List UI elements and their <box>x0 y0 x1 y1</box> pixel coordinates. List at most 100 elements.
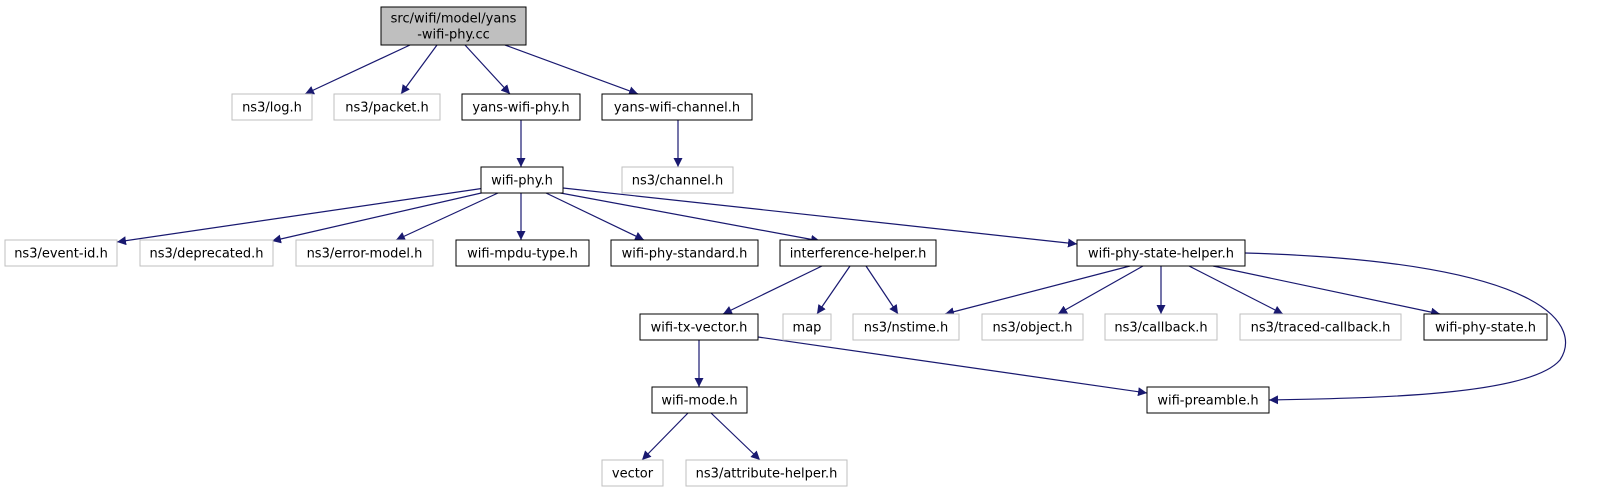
edge-wifiphy-to-statehelper <box>562 187 1078 248</box>
edge-interference-to-map <box>816 265 851 315</box>
node-tracedcb[interactable]: ns3/traced-callback.h <box>1239 313 1402 341</box>
edge-wifimode-to-attrhelper <box>710 412 761 461</box>
node-box-deprecated <box>139 239 274 267</box>
node-label-yansphy: yans-wifi-phy.h <box>472 101 569 116</box>
node-interference[interactable]: interference-helper.h <box>779 239 937 267</box>
node-box-interference <box>779 239 937 267</box>
edge-statehelper-to-phystate <box>1212 265 1441 317</box>
node-box-yanschan <box>601 93 753 121</box>
node-box-errormodel <box>295 239 434 267</box>
node-label-txvector: wifi-tx-vector.h <box>651 321 748 336</box>
node-yanschan[interactable]: yans-wifi-channel.h <box>601 93 753 121</box>
node-yansphy[interactable]: yans-wifi-phy.h <box>461 93 581 121</box>
node-deprecated[interactable]: ns3/deprecated.h <box>139 239 274 267</box>
node-label-log: ns3/log.h <box>242 101 302 116</box>
nodes-layer: src/wifi/model/yans-wifi-phy.cc ns3/log.h… <box>4 6 1548 487</box>
node-box-txvector <box>639 313 759 341</box>
node-nstime[interactable]: ns3/nstime.h <box>852 313 960 341</box>
node-label-packet: ns3/packet.h <box>345 101 429 116</box>
node-wifimode[interactable]: wifi-mode.h <box>651 386 748 414</box>
edge-interference-to-nstime <box>865 265 899 315</box>
node-channel[interactable]: ns3/channel.h <box>621 166 734 194</box>
node-label-mpdutype: wifi-mpdu-type.h <box>467 247 578 262</box>
node-label-statehelper: wifi-phy-state-helper.h <box>1088 247 1234 262</box>
edge-root-to-yansphy <box>464 44 511 95</box>
edge-wifiphy-to-interference <box>554 191 821 244</box>
node-label-map: map <box>793 321 822 336</box>
node-map[interactable]: map <box>782 313 832 341</box>
edge-wifiphy-to-eventid <box>116 187 486 246</box>
node-label-object: ns3/object.h <box>992 321 1072 336</box>
node-vector[interactable]: vector <box>601 459 664 487</box>
node-eventid[interactable]: ns3/event-id.h <box>4 239 118 267</box>
edge-statehelper-to-object <box>1057 265 1144 315</box>
edge-root-to-yanschan <box>504 44 639 96</box>
node-label-errormodel: ns3/error-model.h <box>307 247 423 262</box>
edge-interference-to-txvector <box>722 265 823 315</box>
node-label-tracedcb: ns3/traced-callback.h <box>1251 321 1391 336</box>
node-box-log <box>231 93 313 121</box>
node-label-nstime: ns3/nstime.h <box>864 321 948 336</box>
node-box-statehelper <box>1076 239 1246 267</box>
node-wifiphy[interactable]: wifi-phy.h <box>480 166 564 194</box>
edge-statehelper-to-nstime <box>944 265 1131 317</box>
node-root: src/wifi/model/yans-wifi-phy.cc <box>380 6 527 46</box>
edge-wifiphy-to-deprecated <box>271 190 491 244</box>
node-label-attrhelper: ns3/attribute-helper.h <box>696 467 838 482</box>
node-box-wifimode <box>651 386 748 414</box>
node-box-phystd <box>610 239 759 267</box>
node-box-mpdutype <box>455 239 590 267</box>
node-label-wifimode: wifi-mode.h <box>661 394 737 409</box>
node-label-preamble: wifi-preamble.h <box>1157 394 1258 409</box>
node-box-vector <box>601 459 664 487</box>
node-box-packet <box>333 93 441 121</box>
node-label-deprecated: ns3/deprecated.h <box>149 247 263 262</box>
edge-root-to-log <box>304 44 411 95</box>
node-errormodel[interactable]: ns3/error-model.h <box>295 239 434 267</box>
node-box-callback <box>1104 313 1218 341</box>
node-object[interactable]: ns3/object.h <box>981 313 1084 341</box>
node-box-tracedcb <box>1239 313 1402 341</box>
node-box-yansphy <box>461 93 581 121</box>
node-preamble[interactable]: wifi-preamble.h <box>1146 386 1270 414</box>
node-label-phystd: wifi-phy-standard.h <box>622 247 748 262</box>
node-callback[interactable]: ns3/callback.h <box>1104 313 1218 341</box>
node-phystate[interactable]: wifi-phy-state.h <box>1423 313 1548 341</box>
node-label-wifiphy: wifi-phy.h <box>491 174 553 189</box>
node-label-vector: vector <box>612 467 654 482</box>
node-phystd[interactable]: wifi-phy-standard.h <box>610 239 759 267</box>
node-mpdutype[interactable]: wifi-mpdu-type.h <box>455 239 590 267</box>
node-label-yanschan: yans-wifi-channel.h <box>614 101 740 116</box>
node-label-callback: ns3/callback.h <box>1114 321 1207 336</box>
edge-root-to-packet <box>400 44 438 95</box>
node-label-phystate: wifi-phy-state.h <box>1435 321 1536 336</box>
edges-layer <box>116 44 1566 461</box>
edge-wifiphy-to-errormodel <box>395 192 499 241</box>
node-statehelper[interactable]: wifi-phy-state-helper.h <box>1076 239 1246 267</box>
node-txvector[interactable]: wifi-tx-vector.h <box>639 313 759 341</box>
node-label-eventid: ns3/event-id.h <box>14 247 108 262</box>
node-box-nstime <box>852 313 960 341</box>
node-label-root-line-0: src/wifi/model/yans <box>391 12 517 27</box>
node-box-preamble <box>1146 386 1270 414</box>
node-box-map <box>782 313 832 341</box>
edge-wifimode-to-vector <box>641 412 689 461</box>
node-attrhelper[interactable]: ns3/attribute-helper.h <box>685 459 848 487</box>
node-label-interference: interference-helper.h <box>790 247 927 262</box>
node-box-object <box>981 313 1084 341</box>
node-packet[interactable]: ns3/packet.h <box>333 93 441 121</box>
node-box-attrhelper <box>685 459 848 487</box>
node-box-eventid <box>4 239 118 267</box>
node-box-root <box>380 6 527 46</box>
node-label-root-line-1: -wifi-phy.cc <box>417 28 490 43</box>
node-box-channel <box>621 166 734 194</box>
edge-wifiphy-to-phystd <box>545 192 645 241</box>
node-label-channel: ns3/channel.h <box>632 174 723 189</box>
edge-statehelper-to-preamble <box>1244 252 1566 405</box>
node-log[interactable]: ns3/log.h <box>231 93 313 121</box>
edge-txvector-to-preamble <box>757 336 1148 397</box>
node-box-phystate <box>1423 313 1548 341</box>
edge-statehelper-to-tracedcb <box>1188 265 1284 315</box>
node-box-wifiphy <box>480 166 564 194</box>
